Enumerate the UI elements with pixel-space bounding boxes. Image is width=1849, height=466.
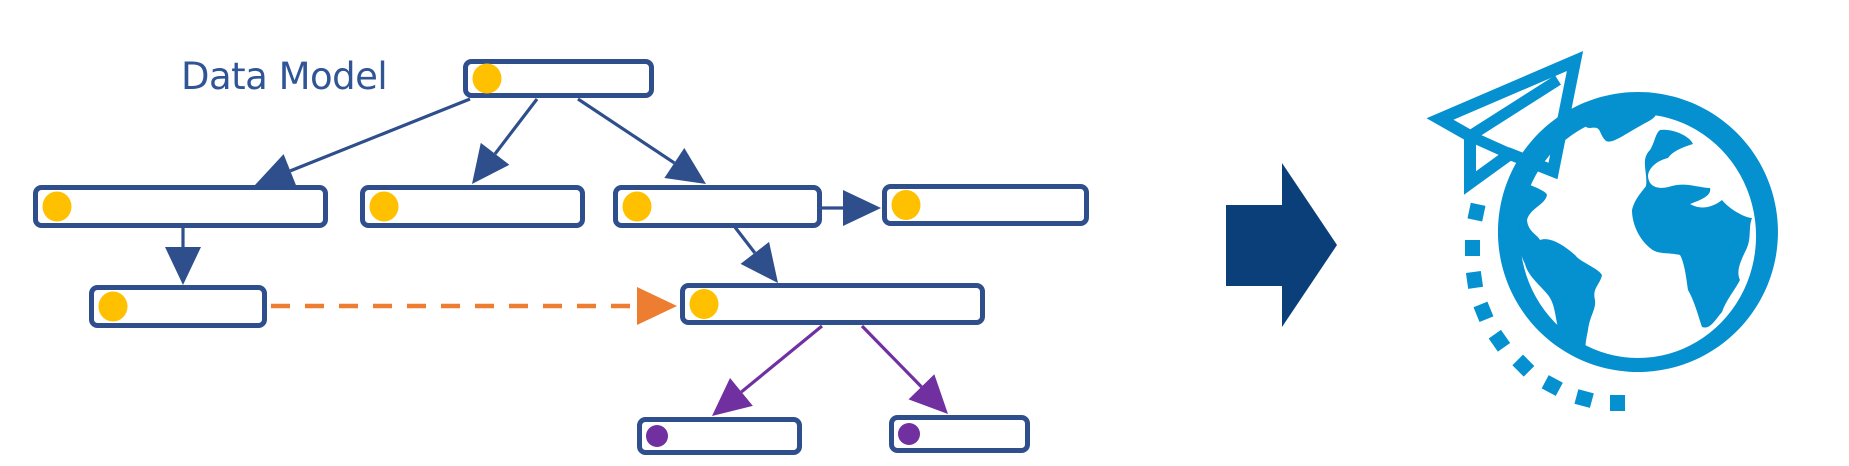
node-box [89, 285, 267, 328]
edge-line [493, 98, 539, 155]
node-leaf-2 [889, 415, 1030, 453]
node-dot-icon [472, 63, 502, 94]
edge-root-to-child-3 [577, 97, 706, 184]
edge-arrowhead [472, 142, 510, 184]
node-grandchild-3 [680, 283, 985, 325]
edge-grandchild-3-to-leaf-2 [860, 324, 948, 414]
node-child-3 [613, 185, 822, 228]
node-box [680, 283, 985, 325]
node-dot-icon [891, 190, 921, 220]
diagram-title: Data Model [181, 55, 388, 98]
node-dot-icon [98, 291, 128, 322]
node-box [889, 415, 1030, 453]
node-dot-icon [369, 191, 399, 222]
edge-child-3-to-grandchild-3 [729, 221, 778, 283]
node-dot-icon [646, 425, 668, 447]
edge-line [860, 324, 923, 388]
node-grandchild-1 [89, 285, 267, 328]
node-box [613, 185, 822, 228]
node-box [637, 417, 802, 455]
edge-arrowhead [908, 374, 948, 414]
node-root [463, 59, 654, 98]
edge-arrowhead [165, 247, 201, 285]
edge-arrowhead [637, 287, 677, 325]
edge-grandchild-3-to-leaf-1 [712, 324, 824, 416]
node-box [463, 59, 654, 98]
nodes-layer [33, 59, 1089, 455]
edge-child-3-to-sibling-4 [822, 190, 881, 226]
paper-plane-icon [1426, 50, 1584, 195]
globe-with-paper-plane-icon [1426, 50, 1778, 411]
edge-arrowhead [843, 190, 881, 226]
edge-grandchild-1-to-grandchild-3 [271, 287, 677, 325]
node-box [882, 184, 1089, 226]
edge-arrowhead [664, 147, 706, 184]
dotted-trail-icon [1465, 202, 1625, 411]
edge-arrowhead [255, 154, 297, 188]
globe-icon [1497, 92, 1778, 373]
edge-root-to-child-2 [472, 98, 539, 184]
node-dot-icon [898, 423, 920, 445]
right-arrow-icon [1226, 163, 1337, 327]
edge-arrowhead [712, 378, 753, 416]
node-sibling-4 [882, 184, 1089, 226]
edge-line [577, 97, 676, 165]
edge-line [740, 324, 824, 394]
edge-line [289, 97, 471, 173]
edge-root-to-child-1 [255, 97, 471, 188]
node-box [360, 185, 585, 228]
node-dot-icon [42, 191, 72, 222]
node-leaf-1 [637, 417, 802, 455]
edges-layer [165, 97, 948, 416]
edge-arrowhead [740, 241, 778, 283]
edge-child-1-to-grandchild-1 [165, 228, 201, 285]
continent-africa-shape [1632, 129, 1752, 328]
node-dot-icon [689, 289, 719, 319]
continent-americas-shape [1514, 102, 1657, 363]
node-dot-icon [622, 191, 652, 222]
node-child-1 [33, 185, 328, 228]
node-child-2 [360, 185, 585, 228]
node-box [33, 185, 328, 228]
